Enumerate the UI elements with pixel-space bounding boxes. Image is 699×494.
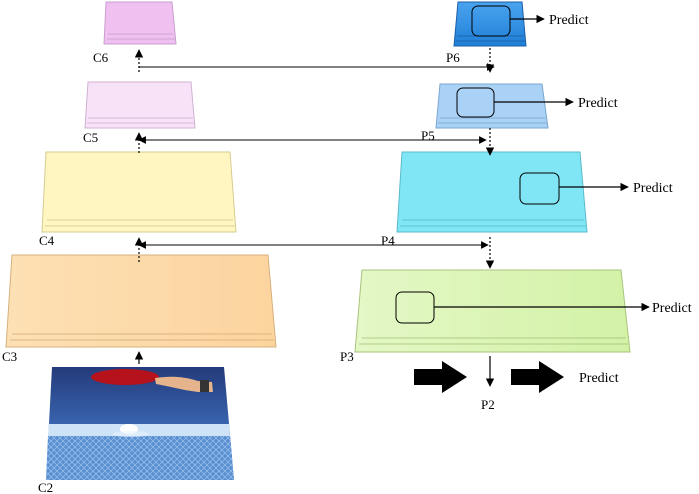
thick-right-arrow-icon xyxy=(511,361,564,393)
label-c2: C2 xyxy=(38,480,53,494)
label-c3: C3 xyxy=(2,349,17,364)
predict-label-p2: Predict xyxy=(579,371,619,386)
table-tennis-photo xyxy=(46,367,234,480)
p4-block xyxy=(396,151,588,233)
label-p6: P6 xyxy=(446,50,460,65)
p4-anchor-box xyxy=(519,172,560,205)
predict-label-p6: Predict xyxy=(549,13,589,28)
predict-label-p5: Predict xyxy=(578,96,618,111)
p6-block xyxy=(453,1,527,47)
predict-label-p3: Predict xyxy=(652,301,692,316)
c6-block xyxy=(103,1,177,45)
p6-anchor-box xyxy=(471,5,511,37)
label-p5: P5 xyxy=(421,128,435,143)
label-p4: P4 xyxy=(381,233,395,248)
c5-block xyxy=(84,81,196,129)
lateral-connections xyxy=(138,63,495,249)
label-c6: C6 xyxy=(93,50,109,65)
label-p2: P2 xyxy=(481,397,495,412)
thick-right-arrow-icon xyxy=(414,361,467,393)
label-p3: P3 xyxy=(340,349,354,364)
p3-block xyxy=(354,269,631,353)
c3-block xyxy=(5,254,277,348)
label-c4: C4 xyxy=(39,233,55,248)
predict-arrows xyxy=(434,14,650,312)
predict-label-p4: Predict xyxy=(633,181,673,196)
p5-block xyxy=(435,83,549,129)
label-c5: C5 xyxy=(83,130,98,145)
c4-block xyxy=(41,151,237,233)
